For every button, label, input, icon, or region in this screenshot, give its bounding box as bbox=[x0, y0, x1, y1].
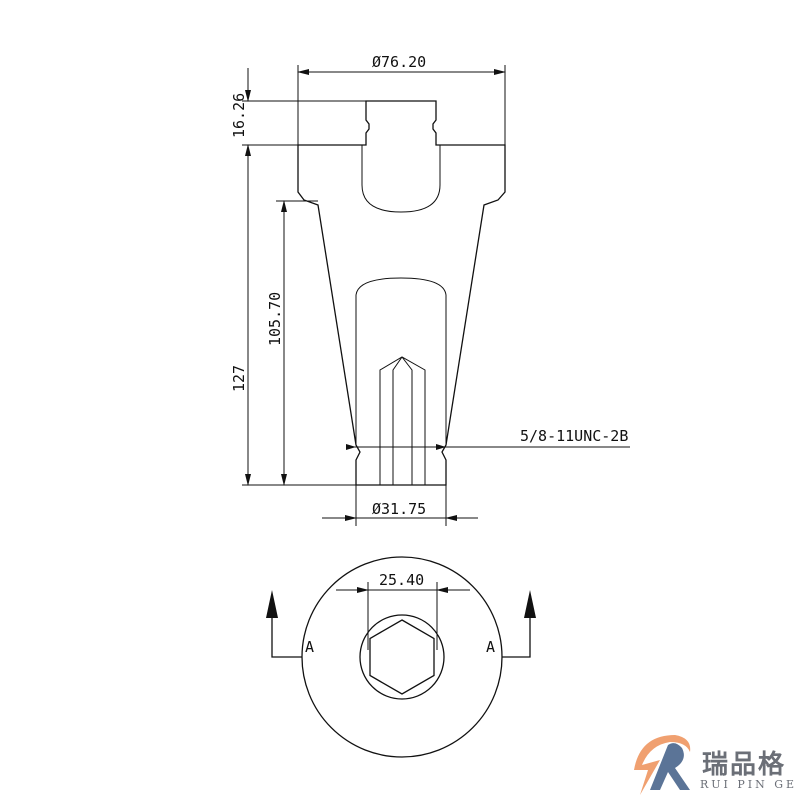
dim-taper-height: 105.70 bbox=[266, 292, 284, 346]
logo-mark bbox=[634, 735, 691, 795]
inner-circle bbox=[359, 614, 445, 700]
dim-total-height: 127 bbox=[230, 365, 248, 392]
logo-chinese-text: 瑞品格 bbox=[702, 750, 787, 780]
section-view bbox=[297, 100, 506, 486]
dim-boss-height: 16.26 bbox=[230, 93, 248, 138]
bottom-view: 25.40 A A bbox=[266, 556, 536, 758]
thread-callout: 5/8-11UNC-2B bbox=[520, 427, 628, 445]
logo-english-text: RUI PIN GE bbox=[700, 778, 798, 791]
section-label-right: A bbox=[486, 638, 495, 656]
section-arrow-right bbox=[502, 598, 531, 658]
lower-cavity bbox=[355, 277, 447, 445]
section-arrow-left bbox=[271, 598, 302, 658]
hex-hole bbox=[379, 356, 426, 485]
hex-socket bbox=[369, 619, 435, 695]
body-outline bbox=[297, 100, 506, 486]
dim-hex-across-flats: 25.40 bbox=[379, 571, 424, 589]
section-label-left: A bbox=[305, 638, 314, 656]
dim-top-diameter: Ø76.20 bbox=[372, 53, 426, 71]
dim-bottom-diameter: Ø31.75 bbox=[372, 500, 426, 518]
dimensions: Ø76.20 16.26 127 105.70 Ø31.75 5/8-11UNC… bbox=[230, 53, 630, 526]
upper-cavity bbox=[361, 145, 441, 213]
